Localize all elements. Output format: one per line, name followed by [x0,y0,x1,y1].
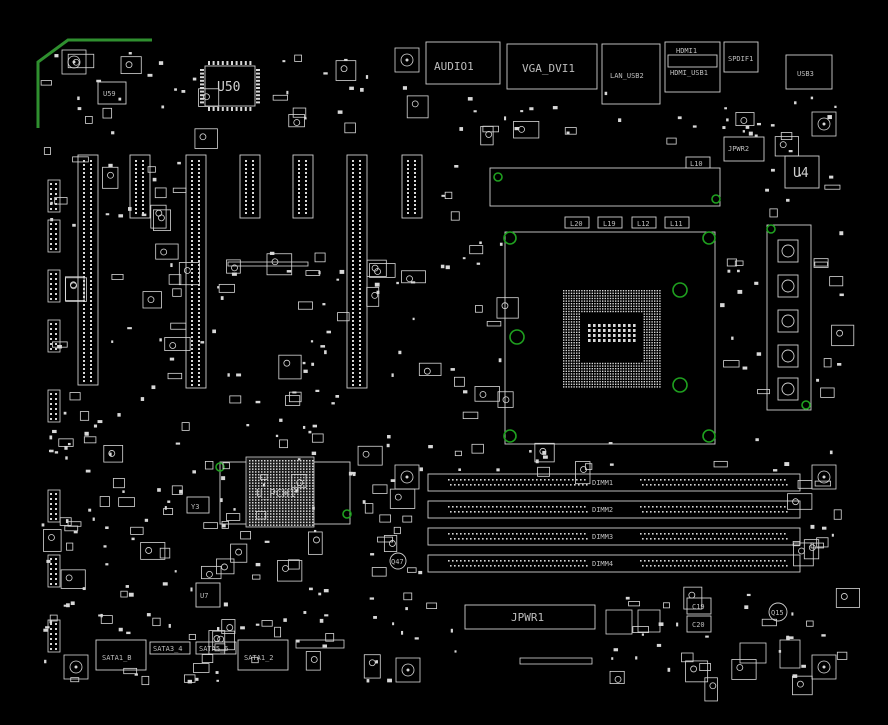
dimm4-label: DIMM4 [592,560,613,568]
chip-u7-label: U7 [200,592,208,600]
l20-label: L20 [570,220,583,228]
atx-power-connector: JPWR1 [464,604,596,630]
chip-u59-label: U59 [103,90,116,98]
vrm-column [766,224,812,411]
c19-label: C19 [692,603,705,611]
l19-label: L19 [603,220,616,228]
l12-label: L12 [637,220,650,228]
sata-b-label: SATA1_2 [244,654,274,662]
lan-usb-label: LAN_USB2 [610,72,644,80]
sata-a-label: SATA1_B [102,654,132,662]
hdmi-usb-label: HDMI_USB1 [670,69,708,77]
usb3-label: USB3 [797,70,814,78]
spdif-label: SPDIF1 [728,55,753,63]
usb3-connector: USB3 [785,54,833,90]
green-trace [36,38,152,128]
pwr-label: JPWR1 [511,611,544,624]
chip-u50-label: U50 [217,80,240,95]
pch-chip: U_PCH1 [215,456,352,528]
crystal-y3: Y3 [186,496,210,514]
audio-label: AUDIO1 [434,60,474,73]
vga-dvi-label: VGA_DVI1 [522,62,575,75]
q47-label: Q47 [391,558,404,566]
pch-label: U_PCH1 [256,487,296,500]
lan-usb-connector: LAN_USB2 [601,43,661,105]
sata-connectors: SATA1_B SATA1_2 SATA3_4 SATA5_6 [95,639,289,671]
capacitors-bottom: C19 C20 Q15 Q47 [389,552,788,633]
misc-components [40,47,860,702]
sata-d-label: SATA5_6 [199,645,229,653]
chip-u50: U50 [200,61,260,111]
hdmi-label: HDMI1 [676,47,697,55]
l10-label: L10 [690,160,703,168]
dimm3: DIMM3 [427,527,801,546]
spdif-connector: SPDIF1 [723,41,759,73]
q15-label: Q15 [771,609,784,617]
dimm2-label: DIMM2 [592,506,613,514]
l11-label: L11 [670,220,683,228]
chip-u59: U59 [97,81,127,105]
dimm4: DIMM4 [427,554,801,573]
cpu-socket [489,167,721,445]
audio-connector: AUDIO1 [425,41,501,85]
dimm1-label: DIMM1 [592,479,613,487]
c20-label: C20 [692,621,705,629]
dimm-slots: DIMM1 DIMM2 DIMM3 DIMM4 [427,473,801,573]
vga-dvi-connector: VGA_DVI1 [506,43,598,90]
hdmi-connector: HDMI1 HDMI_USB1 [664,41,721,93]
dimm3-label: DIMM3 [592,533,613,541]
chip-u4-label: U4 [793,166,809,181]
dimm1: DIMM1 [427,473,801,492]
chip-u7: U7 [195,582,221,608]
jpwr2-label: JPWR2 [728,145,749,153]
sata-c-label: SATA3_4 [153,645,183,653]
inductors: L20 L19 L12 L11 L10 [564,156,711,229]
chip-u4: U4 [784,155,820,189]
y3-label: Y3 [191,503,199,511]
jpwr2-header: JPWR2 [723,136,765,162]
